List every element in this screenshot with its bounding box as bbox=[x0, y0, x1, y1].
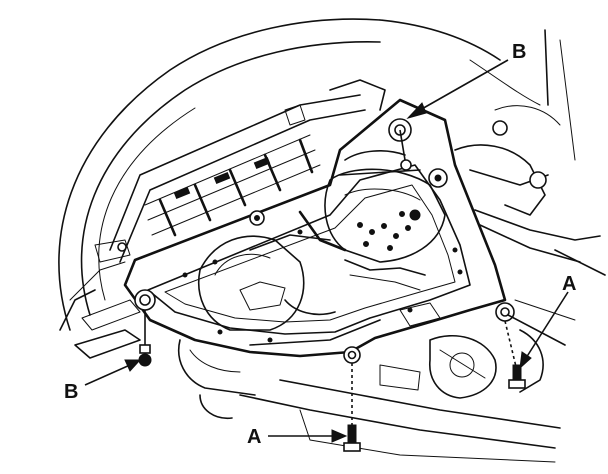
callout-a-right-label: A bbox=[562, 273, 576, 295]
front-subframe bbox=[123, 98, 515, 364]
bolt-b-upper bbox=[399, 129, 412, 171]
bolt-a-lower-center bbox=[343, 363, 361, 452]
callout-a-right: A bbox=[519, 273, 576, 370]
suspension-components bbox=[429, 105, 606, 399]
callout-b-upper-label: B bbox=[512, 41, 526, 63]
callout-a-lower-label: A bbox=[247, 426, 261, 448]
callout-b-lower: B bbox=[64, 359, 142, 403]
callout-b-lower-label: B bbox=[64, 381, 78, 403]
floor-panel bbox=[178, 339, 561, 463]
radiator-support bbox=[94, 79, 386, 263]
vehicle-body-underside bbox=[58, 18, 576, 359]
callout-a-lower: A bbox=[247, 426, 348, 448]
bolt-a-right bbox=[504, 320, 526, 389]
callout-b-upper: B bbox=[406, 41, 526, 119]
